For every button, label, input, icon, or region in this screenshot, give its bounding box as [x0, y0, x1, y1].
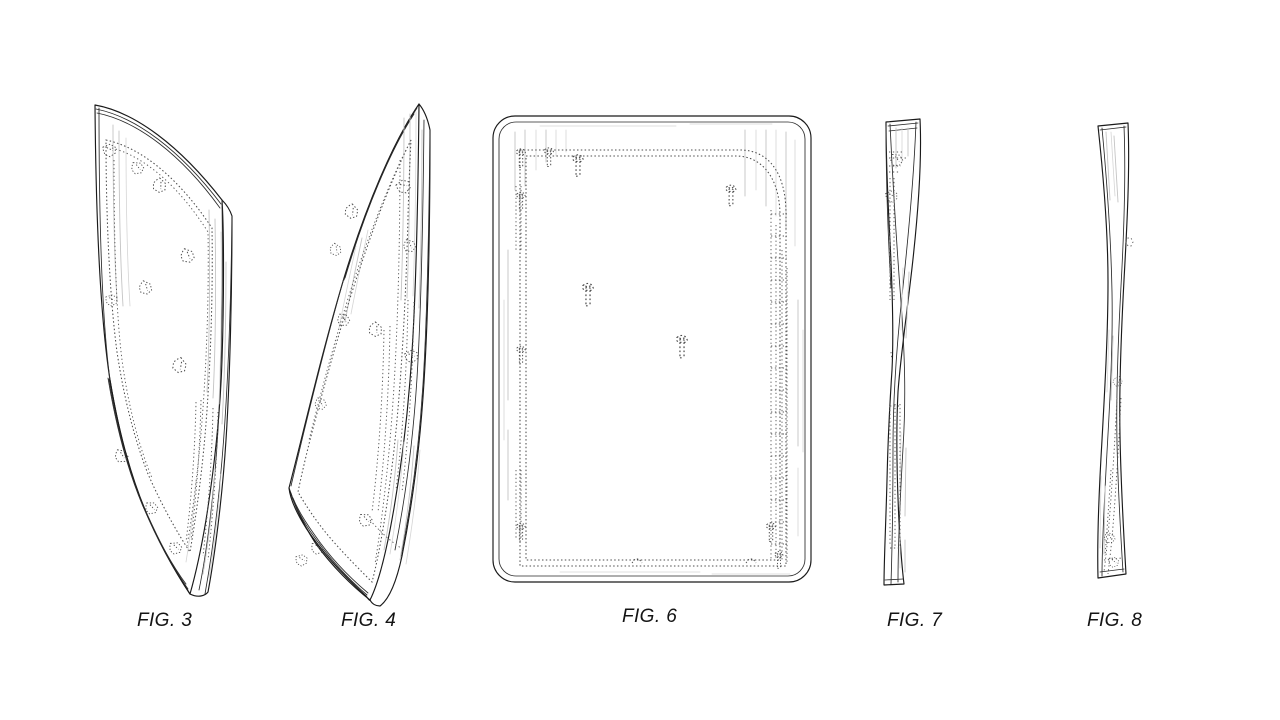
fig6-fastener-marks: [515, 147, 784, 569]
fig7-broken-detail: [884, 151, 906, 549]
figure-8-caption: FIG. 8: [1087, 610, 1143, 631]
fig6-broken-outline: [519, 149, 787, 567]
fig6-broken-left-band: [515, 186, 522, 540]
fig6-surface-shading: [503, 123, 804, 575]
figure-4-caption: FIG. 4: [341, 610, 397, 631]
fig4-surface-shading: [338, 111, 423, 565]
fig4-broken-outline: [297, 139, 412, 584]
figure-7-drawing: [883, 118, 922, 586]
figure-6-caption: FIG. 6: [622, 606, 678, 627]
fig3-broken-outline: [105, 139, 213, 554]
figure-4-drawing: [288, 103, 431, 607]
figure-3-drawing: [94, 104, 233, 597]
fig8-surface-shading: [1099, 131, 1119, 555]
figure-6-drawing: [492, 115, 812, 583]
fig6-bottom-marks: [631, 558, 757, 564]
fig4-broken-band: [369, 299, 415, 551]
fig3-fastener-marks: [102, 143, 197, 556]
fig8-broken-detail: [1101, 237, 1134, 575]
fig6-broken-right-band: [770, 210, 788, 562]
fig3-broken-band: [185, 399, 219, 561]
figure-3-caption: FIG. 3: [137, 610, 193, 631]
figure-8-drawing: [1097, 122, 1134, 579]
fig7-surface-shading: [895, 127, 910, 573]
figure-7-caption: FIG. 7: [887, 610, 943, 631]
